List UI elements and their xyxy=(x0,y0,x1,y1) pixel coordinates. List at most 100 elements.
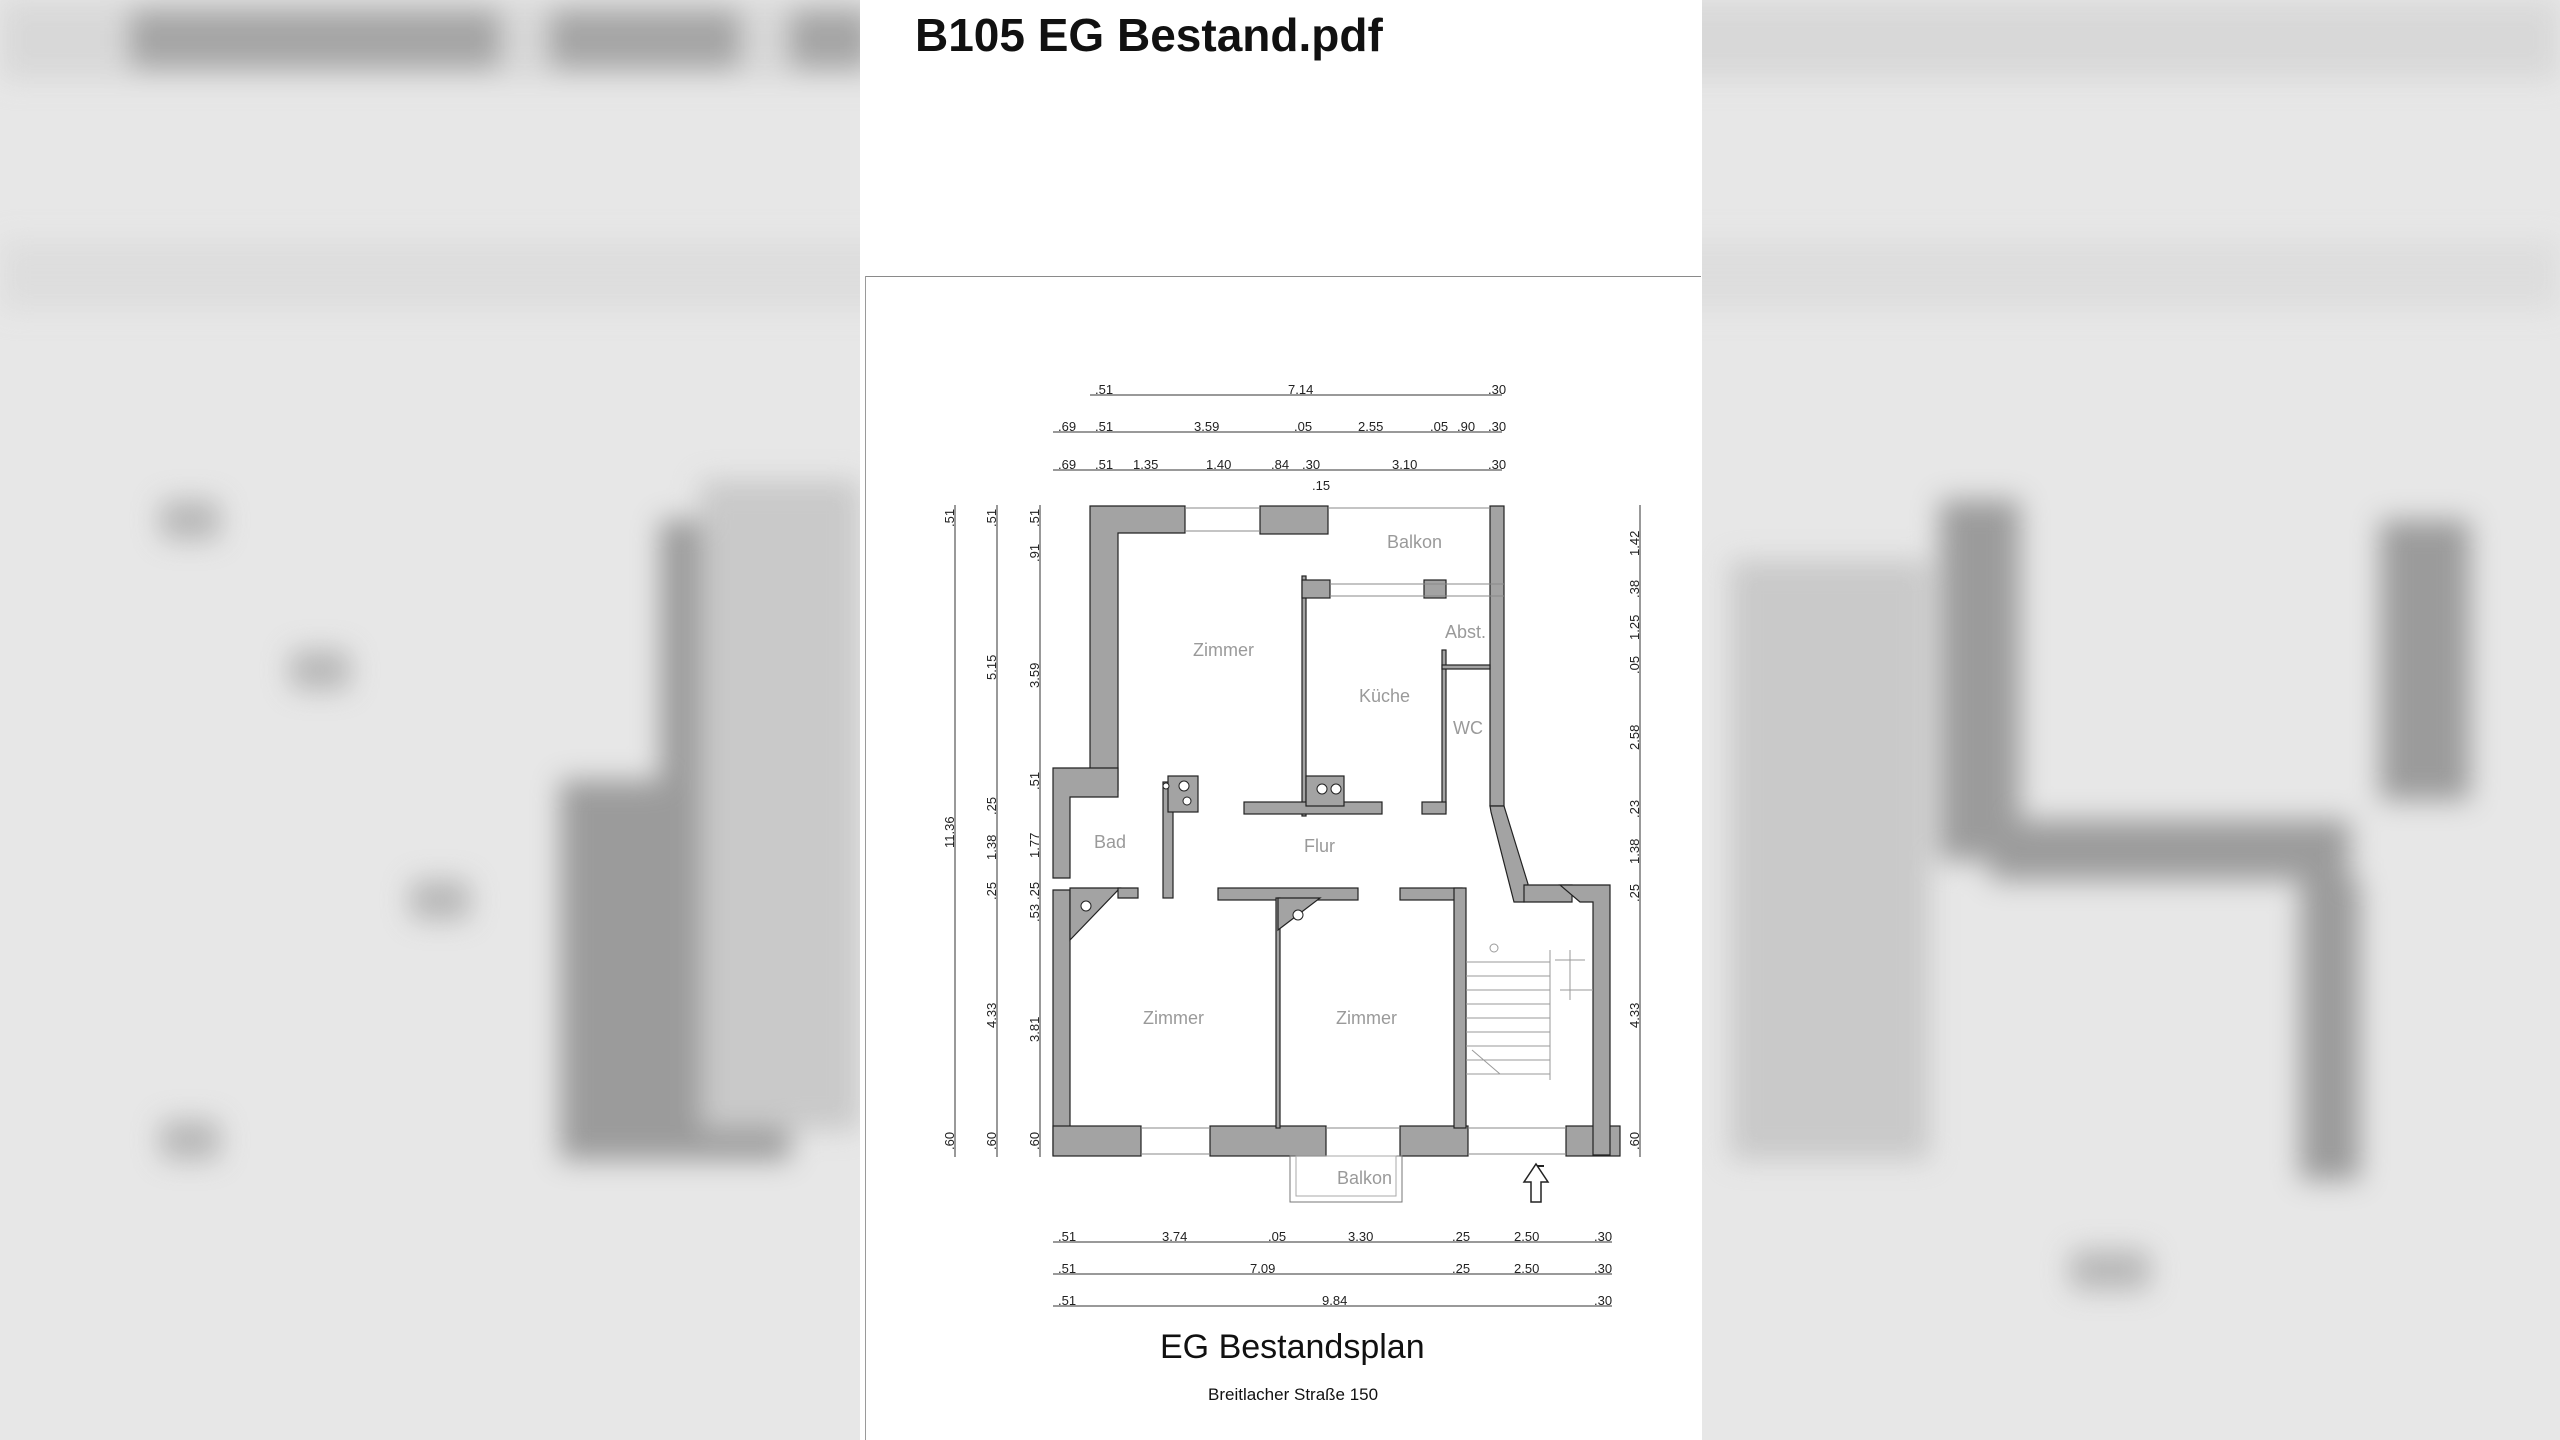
dimension-label: .30 xyxy=(1488,419,1506,434)
dimension-label: 1.35 xyxy=(1133,457,1158,472)
pdf-document-page[interactable]: B105 EG Bestand.pdf xyxy=(860,0,1702,1440)
chimney-circle xyxy=(1330,783,1342,795)
room-label-zimmer-sw: Zimmer xyxy=(1143,1008,1204,1028)
dimension-label: .53 xyxy=(1027,904,1042,922)
dimension-label: .51 xyxy=(1058,1261,1076,1276)
wall-left-mid xyxy=(1052,767,1119,879)
background-mark xyxy=(290,650,350,690)
dimension-labels-right: 1.42 .38 1.25 .05 2.58 .23 1.38 .25 4.33… xyxy=(1627,531,1642,1150)
dimension-label: 7.09 xyxy=(1250,1261,1275,1276)
dimension-label: 11.36 xyxy=(942,816,957,848)
staircase xyxy=(1466,943,1593,1080)
dimension-label: 3.10 xyxy=(1392,457,1417,472)
wall-wc-left xyxy=(1441,649,1447,811)
dimension-label: 9.84 xyxy=(1322,1293,1347,1308)
dimension-label: .30 xyxy=(1594,1261,1612,1276)
dimension-label: .23 xyxy=(1627,800,1642,818)
wall-right-upper xyxy=(1489,505,1505,807)
room-label-abst: Abst. xyxy=(1445,622,1486,642)
wall-stair-corner xyxy=(1558,884,1611,1156)
dimension-label: .15 xyxy=(1312,478,1330,493)
background-block xyxy=(700,480,860,1130)
wall-right-diagonal xyxy=(1489,805,1529,903)
dimension-label: .51 xyxy=(1027,772,1042,790)
entrance-arrow-icon xyxy=(1522,1162,1550,1203)
room-label-bad: Bad xyxy=(1094,832,1126,852)
dimension-label: .25 xyxy=(1627,884,1642,902)
background-toolbar-chip xyxy=(130,10,500,68)
dimension-label: .25 xyxy=(1452,1261,1470,1276)
wall-bottom-mid xyxy=(1209,1125,1327,1157)
wall-stair-divider xyxy=(1453,887,1467,1129)
background-wall xyxy=(1990,820,2350,880)
dimension-label: .30 xyxy=(1302,457,1320,472)
dimension-label: .51 xyxy=(984,509,999,527)
dimension-label: 3.59 xyxy=(1027,663,1042,688)
corner-fixture-circle xyxy=(1162,782,1170,790)
wall-zimmer-divider xyxy=(1275,897,1281,1129)
room-label-wc: WC xyxy=(1453,718,1483,738)
dimension-label: 3.30 xyxy=(1348,1229,1373,1244)
dimension-lines-top xyxy=(1053,394,1502,471)
dimension-label: .69 xyxy=(1058,457,1076,472)
dimension-label: 2.55 xyxy=(1358,419,1383,434)
dimension-label: 2.50 xyxy=(1514,1261,1539,1276)
background-mark xyxy=(160,1120,220,1160)
room-label-balkon-bottom: Balkon xyxy=(1337,1168,1392,1188)
dimension-label: .30 xyxy=(1488,457,1506,472)
dimension-label: 4.33 xyxy=(984,1003,999,1028)
background-mark xyxy=(160,500,220,540)
dimension-label: 1.38 xyxy=(1627,839,1642,864)
corner-fixture-circle xyxy=(1080,900,1092,912)
dimension-labels-bottom: .51 3.74 .05 3.30 .25 2.50 .30 .51 7.09 … xyxy=(1058,1229,1612,1308)
dimension-label: 5.15 xyxy=(984,655,999,680)
wall-bottom-left xyxy=(1052,1125,1142,1157)
dimension-label: 1.25 xyxy=(1627,615,1642,640)
plan-title: EG Bestandsplan xyxy=(1160,1328,1425,1366)
dimension-label: .05 xyxy=(1294,419,1312,434)
background-toolbar-chip xyxy=(790,10,870,68)
dimension-label: 3.59 xyxy=(1194,419,1219,434)
dimension-label: .60 xyxy=(1627,1132,1642,1150)
dimension-label: .30 xyxy=(1594,1293,1612,1308)
background-wall xyxy=(2300,880,2360,1180)
dimension-label: 7.14 xyxy=(1288,382,1313,397)
dimension-labels-left: .51 11.36 .60 .51 5.15 .25 1.38 .25 4.33… xyxy=(942,509,1042,1150)
wall-left-lower xyxy=(1052,889,1071,1156)
dimension-label: .25 xyxy=(984,797,999,815)
background-wall xyxy=(2380,520,2470,800)
dimension-label: .05 xyxy=(1627,656,1642,674)
corner-fixture-circle xyxy=(1292,909,1304,921)
dimension-label: .51 xyxy=(1058,1293,1076,1308)
dimension-label: .25 xyxy=(1027,882,1042,900)
background-wall xyxy=(1940,500,2020,860)
dimension-label: 2.58 xyxy=(1627,725,1642,750)
dimension-label: 2.50 xyxy=(1514,1229,1539,1244)
dimension-label: .51 xyxy=(1095,419,1113,434)
dimension-lines-left xyxy=(954,505,1041,1157)
background-wall xyxy=(560,780,670,1160)
dimension-label: 1.77 xyxy=(1027,833,1042,858)
page-top-border xyxy=(865,276,1701,277)
wall-stair-right xyxy=(1523,884,1573,903)
wall-west-block xyxy=(1069,887,1122,942)
room-label-zimmer-s: Zimmer xyxy=(1336,1008,1397,1028)
dimension-label: .51 xyxy=(1027,509,1042,527)
document-filename: B105 EG Bestand.pdf xyxy=(915,9,1383,61)
dimension-label: .51 xyxy=(1095,382,1113,397)
bath-fixture-circle xyxy=(1178,780,1190,792)
dimension-label: .91 xyxy=(1027,544,1042,562)
walls xyxy=(1052,505,1621,1157)
dimension-labels-top: .51 7.14 .30 .69 .51 3.59 .05 2.55 .05 .… xyxy=(1058,382,1506,493)
fixtures xyxy=(1080,780,1342,921)
dimension-label: .60 xyxy=(1027,1132,1042,1150)
room-label-zimmer-nw: Zimmer xyxy=(1193,640,1254,660)
background-mark xyxy=(2070,1250,2150,1290)
dimension-label: 3.81 xyxy=(1027,1017,1042,1042)
wall-flur-stub xyxy=(1421,801,1447,815)
room-label-flur: Flur xyxy=(1304,836,1335,856)
wall-flur-bottom-right xyxy=(1399,887,1463,901)
bath-fixture-circle xyxy=(1182,796,1192,806)
dimension-label: .25 xyxy=(984,882,999,900)
dimension-label: .60 xyxy=(942,1132,957,1150)
